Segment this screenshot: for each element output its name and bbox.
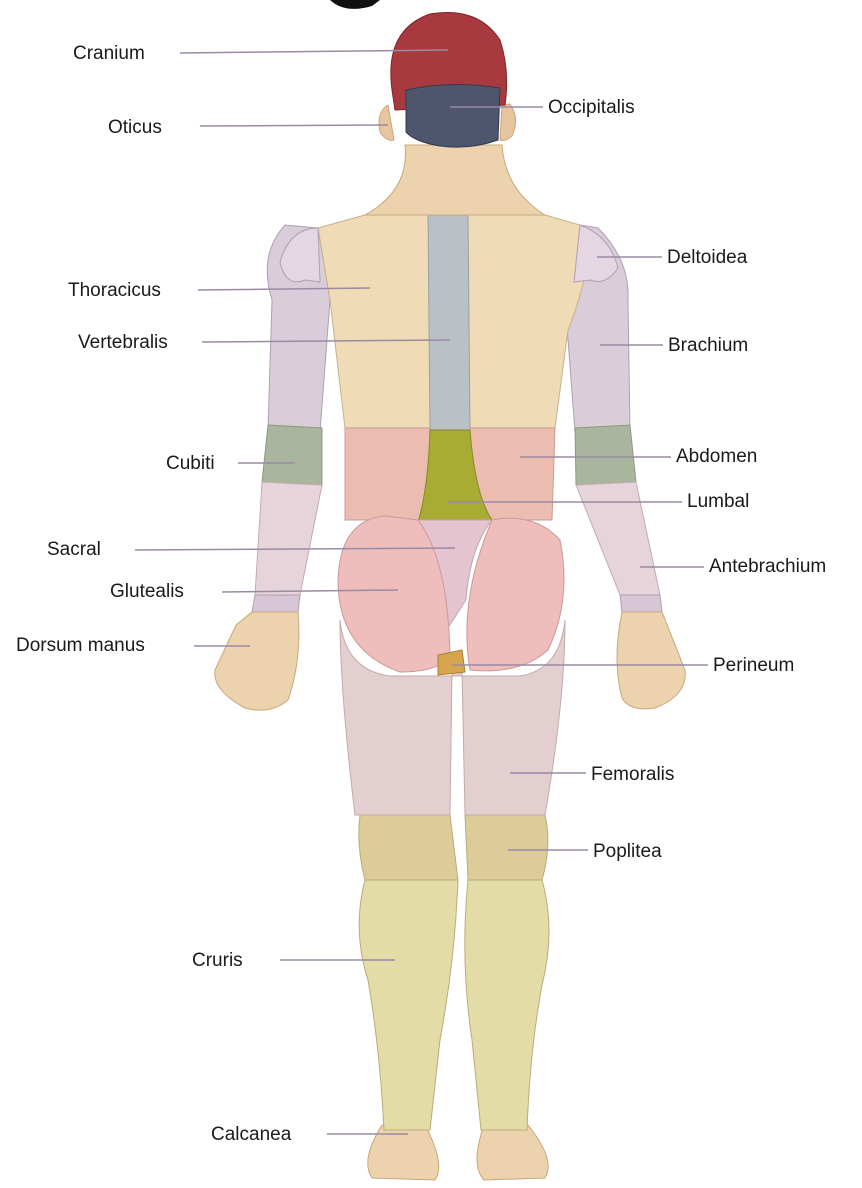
leader-line-glutealis — [222, 590, 398, 592]
label-cubiti: Cubiti — [166, 453, 215, 474]
label-femoralis: Femoralis — [591, 764, 674, 785]
label-occipitalis: Occipitalis — [548, 97, 635, 118]
label-dorsum-manus: Dorsum manus — [16, 635, 145, 656]
leader-line-sacral — [135, 548, 455, 550]
leader-line-vertebralis — [202, 340, 450, 342]
label-cruris: Cruris — [192, 950, 243, 971]
label-cranium: Cranium — [73, 43, 145, 64]
label-sacral: Sacral — [47, 539, 101, 560]
label-glutealis: Glutealis — [110, 581, 184, 602]
label-thoracicus: Thoracicus — [68, 280, 161, 301]
leader-line-cranium — [180, 50, 448, 53]
label-antebrachium: Antebrachium — [709, 556, 826, 577]
label-calcanea: Calcanea — [211, 1124, 292, 1145]
leader-line-oticus — [200, 125, 388, 126]
label-lumbal: Lumbal — [687, 491, 749, 512]
leader-line-thoracicus — [198, 288, 370, 290]
label-vertebralis: Vertebralis — [78, 332, 168, 353]
leader-lines — [135, 50, 708, 1134]
label-oticus: Oticus — [108, 117, 162, 138]
label-poplitea: Poplitea — [593, 841, 662, 862]
label-deltoidea: Deltoidea — [667, 247, 748, 268]
label-abdomen: Abdomen — [676, 446, 757, 467]
label-perineum: Perineum — [713, 655, 794, 676]
label-brachium: Brachium — [668, 335, 748, 356]
